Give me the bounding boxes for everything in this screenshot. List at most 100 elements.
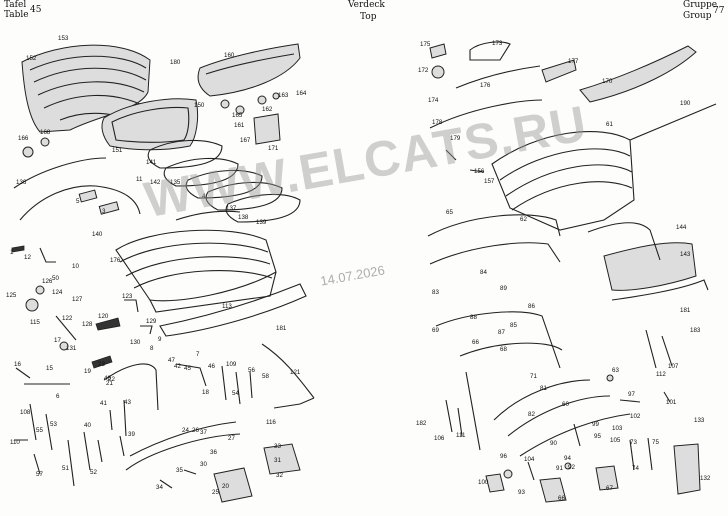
part-number-label: 17 [54, 337, 61, 344]
part-number-label: 12 [24, 254, 31, 261]
part-number-label: 91 [556, 465, 563, 472]
part-number-label: 112 [656, 371, 666, 378]
part-number-label: 63 [612, 367, 619, 374]
part-number-label: 165 [232, 112, 243, 119]
part-number-label: 27 [228, 435, 235, 442]
part-number-label: 94 [564, 455, 571, 462]
part-number-label: 66 [558, 495, 565, 502]
part-number-label: 101 [666, 399, 677, 406]
part-number-label: 22 [108, 376, 115, 383]
strap [261, 343, 315, 399]
part-number-label: 105 [610, 437, 621, 444]
title-english: Top [360, 12, 377, 22]
part-number-label: 61 [606, 121, 613, 128]
part-number-label: 103 [612, 425, 623, 432]
part-number-label: 152 [26, 55, 37, 62]
part-number-label: 52 [90, 469, 97, 476]
part-number-label: 68 [500, 346, 507, 353]
part-number-label: 111 [456, 432, 466, 439]
part-number-label: 69 [432, 327, 439, 334]
part-number-label: 87 [498, 329, 505, 336]
part-number-label: 33 [274, 443, 281, 450]
part-number-label: 30 [200, 461, 207, 468]
part-number-label: 129 [146, 318, 157, 325]
part-number-label: 190 [680, 100, 691, 107]
part-number-label: 58 [262, 373, 269, 380]
part-number-label: 157 [484, 178, 495, 185]
part-number-label: 125 [6, 292, 17, 299]
part-number-label: 81 [540, 385, 547, 392]
part-number-label: 127 [72, 296, 83, 303]
part-number-label: 126 [42, 278, 53, 285]
part-number-label: 1 [10, 249, 14, 256]
part-number-label: 32 [276, 472, 283, 479]
part-number-label: 167 [240, 137, 251, 144]
part-number-label: 151 [112, 147, 123, 154]
part-number-label: 120 [98, 313, 109, 320]
part-number-label: 40 [84, 422, 91, 429]
part-number-label: 136 [16, 179, 27, 186]
part-number-label: 142 [150, 179, 161, 186]
part-number-label: 85 [510, 322, 517, 329]
part-number-label: 95 [594, 433, 601, 440]
part-number-label: 15 [46, 365, 53, 372]
part-number-label: 109 [226, 361, 237, 368]
part-number-label: 178 [432, 119, 443, 126]
part-number-label: 41 [100, 400, 107, 407]
part-number-label: 4 [202, 193, 206, 200]
part-number-label: 60 [562, 401, 569, 408]
part-number-label: 39 [128, 431, 135, 438]
part-number-label: 113 [222, 303, 232, 310]
tafel-label: Tafel [4, 0, 27, 10]
part-number-label: 23 [98, 361, 105, 368]
part-number-label: 24 [182, 427, 189, 434]
part-number-label: 66 [472, 339, 479, 346]
part-number-label: 62 [520, 216, 527, 223]
part-number-label: 153 [58, 35, 69, 42]
small-parts-left [11, 92, 281, 489]
part-number-label: 57 [36, 471, 43, 478]
part-number-label: 7 [196, 351, 200, 358]
part-number-label: 47 [168, 357, 175, 364]
part-number-label: 34 [156, 484, 163, 491]
part-number-label: 123 [122, 293, 133, 300]
part-number-label: 73 [630, 439, 637, 446]
part-number-label: 51 [62, 465, 69, 472]
part-number-label: 115 [30, 319, 40, 326]
part-number-label: 106 [434, 435, 445, 442]
part-number-label: 162 [262, 106, 273, 113]
part-number-label: 42 [174, 363, 181, 370]
part-number-label: 172 [418, 67, 429, 74]
part-number-label: 8 [150, 345, 154, 352]
part-number-label: 88 [470, 314, 477, 321]
part-number-label: 55 [36, 427, 43, 434]
table-label: Table [4, 10, 29, 20]
part-number-label: 25 [212, 489, 219, 496]
part-number-label: 10 [72, 263, 79, 270]
part-number-label: 9 [158, 336, 162, 343]
part-number-label: 43 [124, 399, 131, 406]
part-number-label: 181 [680, 307, 691, 314]
part-number-label: 131 [66, 345, 77, 352]
part-number-label: 183 [690, 327, 701, 334]
rear-window-frame [101, 98, 199, 151]
part-number-label: 173 [492, 40, 503, 47]
part-number-label: 46 [208, 363, 215, 370]
part-number-label: 37 [200, 429, 207, 436]
part-number-label: 93 [518, 489, 525, 496]
part-number-label: 74 [632, 465, 639, 472]
part-number-label: 170 [602, 78, 613, 85]
front-bow [13, 157, 107, 189]
part-number-label: 128 [82, 321, 93, 328]
part-number-label: 54 [232, 390, 239, 397]
part-number-label: 168 [40, 129, 51, 136]
part-number-label: 176 [480, 82, 491, 89]
part-number-label: 107 [668, 363, 679, 370]
lower-left-parts [29, 363, 315, 503]
part-number-label: 20 [222, 483, 229, 490]
part-number-label: 150 [194, 102, 205, 109]
part-number-label: 139 [256, 219, 267, 226]
right-panel-parts [427, 41, 717, 503]
